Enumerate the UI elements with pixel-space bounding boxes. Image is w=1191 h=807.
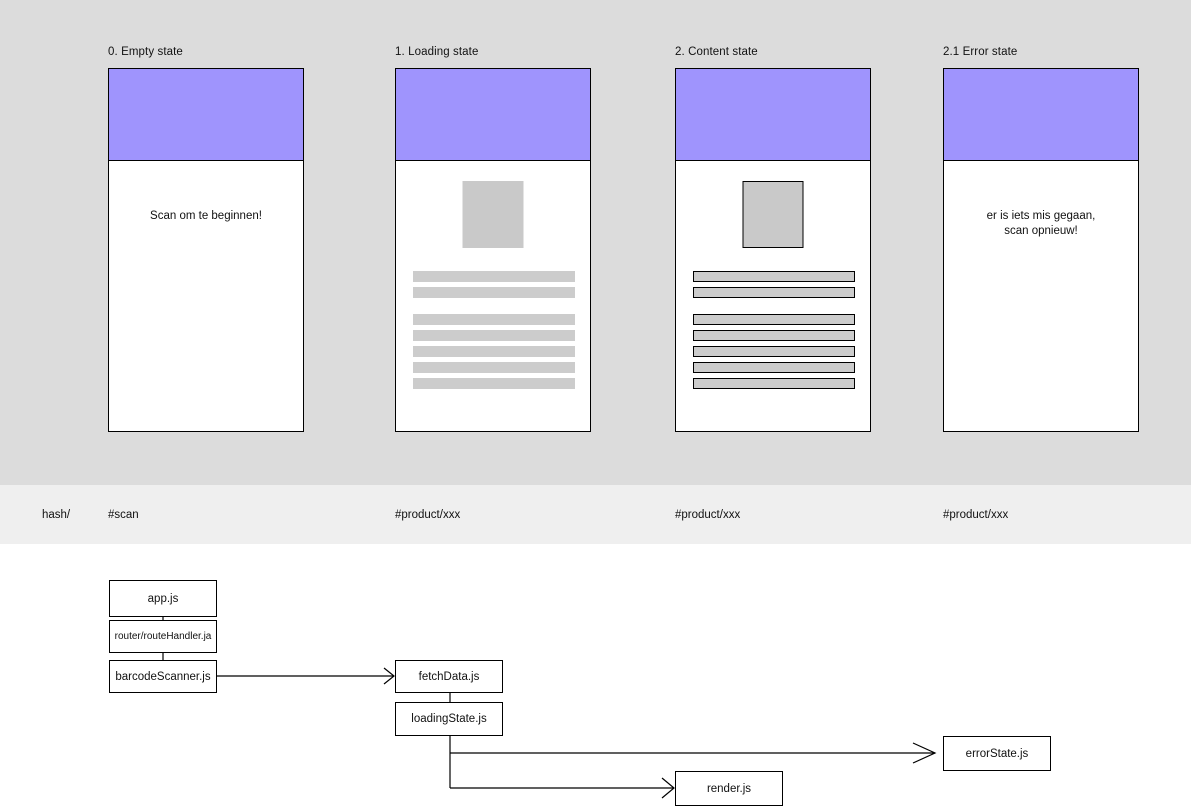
- screen-mockup-empty-state[interactable]: Scan om te beginnen!: [108, 68, 304, 432]
- empty-state-message: Scan om te beginnen!: [150, 210, 262, 222]
- screen-header-bar-empty: [109, 69, 303, 161]
- hash-route-product-error: #product/xxx: [943, 509, 1009, 521]
- screen-label-empty-state: 0. Empty state: [108, 46, 183, 58]
- content-bar: [693, 378, 855, 389]
- skeleton-bar: [413, 314, 575, 325]
- flow-box-label: errorState.js: [965, 747, 1029, 760]
- screen-label-loading-state: 1. Loading state: [395, 46, 479, 58]
- screen-header-bar-error: [944, 69, 1138, 161]
- skeleton-bar: [413, 378, 575, 389]
- error-state-message: er is iets mis gegaan, scan opnieuw!: [986, 210, 1096, 237]
- screen-body-error: er is iets mis gegaan, scan opnieuw!: [944, 161, 1138, 431]
- image-placeholder-loading: [462, 181, 524, 248]
- content-bar: [693, 287, 855, 298]
- hash-route-product-loading: #product/xxx: [395, 509, 461, 521]
- skeleton-bar-gap: [413, 303, 575, 314]
- skeleton-bar: [413, 271, 575, 282]
- flow-box-app-js[interactable]: app.js: [109, 580, 217, 617]
- skeleton-bar: [413, 330, 575, 341]
- content-bar: [693, 271, 855, 282]
- flow-box-label: fetchData.js: [418, 670, 480, 683]
- flow-box-label: barcodeScanner.js: [115, 670, 211, 683]
- screen-header-bar-loading: [396, 69, 590, 161]
- flow-box-fetch-data-js[interactable]: fetchData.js: [395, 660, 503, 693]
- image-placeholder-content: [742, 181, 804, 248]
- screen-mockup-error-state[interactable]: er is iets mis gegaan, scan opnieuw!: [943, 68, 1139, 432]
- screen-body-empty: Scan om te beginnen!: [109, 161, 303, 431]
- hash-route-product-content: #product/xxx: [675, 509, 741, 521]
- content-bar: [693, 362, 855, 373]
- flow-box-label: router/routeHandler.ja: [114, 631, 212, 642]
- flow-box-render-js[interactable]: render.js: [675, 771, 783, 806]
- screen-label-content-state: 2. Content state: [675, 46, 758, 58]
- screen-mockup-loading-state[interactable]: [395, 68, 591, 432]
- content-bar: [693, 330, 855, 341]
- skeleton-bar: [413, 362, 575, 373]
- hash-row-prefix-label: hash/: [42, 509, 71, 521]
- screen-label-error-state: 2.1 Error state: [943, 46, 1018, 58]
- screen-header-bar-content: [676, 69, 870, 161]
- hash-route-band: [0, 485, 1191, 544]
- content-bar: [693, 314, 855, 325]
- skeleton-bar: [413, 346, 575, 357]
- content-bar-gap: [693, 303, 855, 314]
- flow-box-route-handler-js[interactable]: router/routeHandler.ja: [109, 620, 217, 653]
- screen-mockup-content-state[interactable]: [675, 68, 871, 432]
- screen-body-loading: [396, 161, 590, 431]
- screen-body-content: [676, 161, 870, 431]
- content-bars: [693, 271, 855, 394]
- flow-box-label: loadingState.js: [411, 713, 487, 725]
- flow-box-error-state-js[interactable]: errorState.js: [943, 736, 1051, 771]
- flow-box-label: app.js: [147, 592, 179, 605]
- flow-box-barcode-scanner-js[interactable]: barcodeScanner.js: [109, 660, 217, 693]
- hash-route-scan: #scan: [108, 509, 139, 521]
- content-bar: [693, 346, 855, 357]
- flow-box-label: render.js: [706, 782, 752, 795]
- skeleton-bar: [413, 287, 575, 298]
- flow-box-loading-state-js[interactable]: loadingState.js: [395, 702, 503, 736]
- skeleton-bars-loading: [413, 271, 575, 394]
